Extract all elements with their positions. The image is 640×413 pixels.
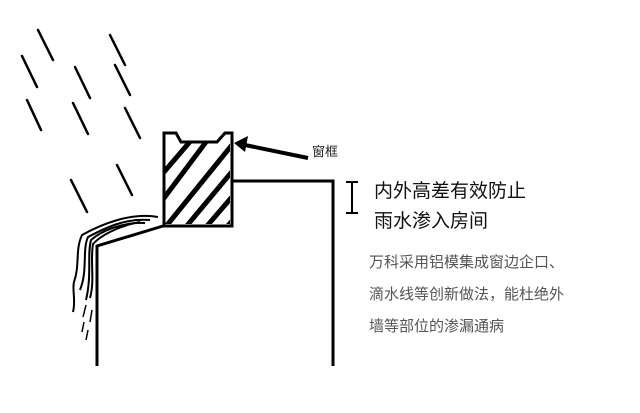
height-difference-bracket-icon <box>346 181 358 214</box>
description-line: 万科采用铝模集成窗边企口、 <box>369 253 565 271</box>
arrow-icon <box>234 136 309 160</box>
window-frame-label: 窗框 <box>312 145 339 160</box>
description-line: 墙等部位的渗漏通病 <box>369 317 505 335</box>
description: 万科采用铝模集成窗边企口、 滴水线等创新做法，能杜绝外 墙等部位的渗漏通病 <box>369 246 564 342</box>
headline: 内外高差有效防止 雨水渗入房间 <box>374 176 526 236</box>
wall-outline <box>95 179 335 366</box>
rain-icon <box>20 28 142 214</box>
headline-line: 内外高差有效防止 <box>374 180 527 202</box>
description-line: 滴水线等创新做法，能杜绝外 <box>369 285 565 303</box>
headline-line: 雨水渗入房间 <box>374 210 489 232</box>
window-frame <box>162 131 234 228</box>
water-flow <box>72 214 159 341</box>
